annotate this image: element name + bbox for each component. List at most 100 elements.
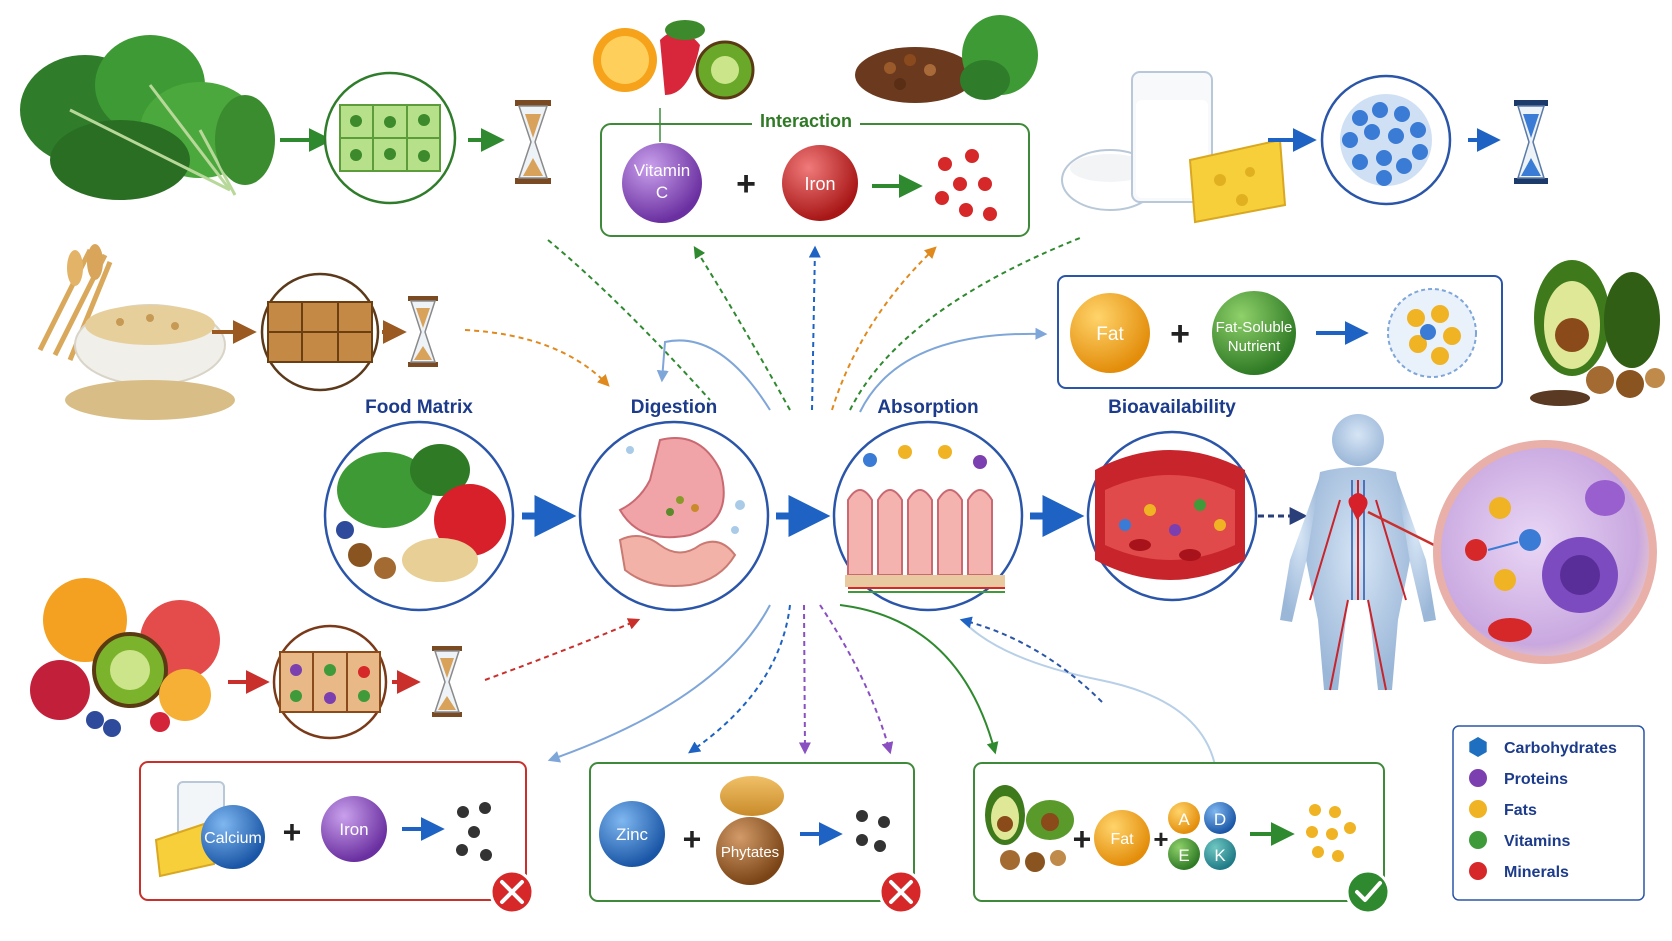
hourglass-icon <box>408 296 438 367</box>
plus-sign: + <box>1170 315 1190 353</box>
fat-soluble-panel: Fat + Fat-Soluble Nutrient <box>1057 260 1665 406</box>
dairy-image <box>1061 71 1287 224</box>
vitamin-c-label-line1: Vitamin <box>634 161 690 180</box>
calcium-iron-panel: Calcium + Iron <box>139 761 535 915</box>
fat-soluble-nutrient-molecule <box>1212 291 1296 375</box>
fat-molecule <box>1070 293 1150 373</box>
zinc-label: Zinc <box>616 825 649 844</box>
legend-swatch <box>1469 862 1487 880</box>
citrus-fruits-image <box>593 20 755 100</box>
hourglass-icon <box>515 100 551 184</box>
plant-cell-zoom <box>323 71 457 205</box>
x-mark-icon <box>878 869 924 915</box>
stage-bioavailability <box>1086 430 1258 602</box>
absorbed-iron-particles <box>935 149 997 221</box>
legend-item-vitamins: Vitamins <box>1469 831 1571 850</box>
legend-label: Proteins <box>1504 771 1568 788</box>
nutrient-label-line2: Nutrient <box>1228 338 1281 355</box>
absorbed-fat-particles <box>1306 804 1356 862</box>
fruits-row <box>30 578 462 740</box>
legend-item-carbohydrates: Carbohydrates <box>1469 737 1617 757</box>
iron-molecule <box>321 796 387 862</box>
pathway-arrows <box>464 237 1216 766</box>
legend: CarbohydratesProteinsFatsVitaminsMineral… <box>1452 725 1645 901</box>
vitamin-k <box>1204 838 1236 870</box>
calcium-label: Calcium <box>204 830 262 847</box>
beans-greens-image <box>855 15 1038 103</box>
fruits-image <box>30 578 220 737</box>
blocked-particles <box>456 802 492 861</box>
fat-molecule <box>1094 810 1150 866</box>
fruit-cell-zoom <box>272 624 388 740</box>
legend-swatch <box>1469 831 1487 849</box>
legend-swatch <box>1469 800 1487 818</box>
interaction-title-bg <box>752 110 860 132</box>
hourglass-icon <box>1514 100 1548 184</box>
grains-pile <box>720 776 784 816</box>
stage-absorption <box>832 420 1024 612</box>
legend-swatch <box>1469 737 1487 757</box>
vitamin-k-label: K <box>1214 846 1226 865</box>
iron-molecule <box>782 145 858 221</box>
fat-label: Fat <box>1110 831 1134 848</box>
calcium-molecule <box>201 805 265 869</box>
phytates-label: Phytates <box>721 844 779 861</box>
legend-label: Carbohydrates <box>1504 740 1617 757</box>
grain-cell-zoom <box>260 272 380 392</box>
stage-label-food-matrix: Food Matrix <box>365 397 473 418</box>
stage-label-bioavailability: Bioavailability <box>1108 397 1236 418</box>
avocado-nuts-image <box>1530 260 1665 406</box>
phytates-molecule <box>716 817 784 885</box>
blocked-particles <box>856 810 890 852</box>
interaction-title: Interaction <box>760 111 852 131</box>
micelle-image <box>1387 288 1477 378</box>
vitamin-a <box>1168 802 1200 834</box>
stage-label-digestion: Digestion <box>631 397 718 418</box>
hourglass-icon <box>432 646 462 717</box>
fat-vitamins-panel: + Fat + A D E K <box>973 762 1391 915</box>
plus-sign: + <box>1073 821 1092 857</box>
zinc-phytates-panel: Zinc + Phytates <box>589 762 924 915</box>
grains-row <box>37 244 438 420</box>
legend-label: Minerals <box>1504 864 1569 881</box>
plus-sign: + <box>283 814 302 850</box>
vitamin-a-label: A <box>1178 810 1190 829</box>
casein-micelle-zoom <box>1320 74 1452 206</box>
x-mark-icon <box>489 869 535 915</box>
legend-box <box>1452 725 1645 901</box>
avocado-nuts-image <box>985 785 1074 872</box>
nutrient-label-line1: Fat-Soluble <box>1216 319 1293 336</box>
legend-item-fats: Fats <box>1469 800 1537 819</box>
interaction-panel: Interaction Vitamin C + Iron <box>593 15 1038 237</box>
vitamin-e-label: E <box>1178 846 1189 865</box>
legend-swatch <box>1469 769 1487 787</box>
vitamin-e <box>1168 838 1200 870</box>
grains-image <box>37 244 235 420</box>
legend-item-proteins: Proteins <box>1469 769 1568 788</box>
check-mark-icon <box>1345 869 1391 915</box>
stage-digestion <box>578 420 770 612</box>
vitamin-c-molecule <box>622 143 702 223</box>
human-body-circulation <box>1280 414 1451 691</box>
body-cell <box>1433 440 1657 664</box>
zinc-molecule <box>599 801 665 867</box>
legend-label: Fats <box>1504 802 1537 819</box>
dairy-row <box>1061 71 1548 224</box>
iron-label: Iron <box>804 174 835 194</box>
plus-sign: + <box>1153 824 1168 854</box>
vitamin-d-label: D <box>1214 810 1226 829</box>
leafy-greens-image <box>20 35 275 200</box>
vitamin-d <box>1204 802 1236 834</box>
plus-sign: + <box>736 165 756 203</box>
fat-label: Fat <box>1096 324 1124 345</box>
stage-label-absorption: Absorption <box>877 397 978 418</box>
plus-sign: + <box>683 821 702 857</box>
leafy-greens-row <box>20 35 551 205</box>
legend-label: Vitamins <box>1504 833 1571 850</box>
stage-food-matrix <box>323 420 515 612</box>
vitamin-c-label-line2: C <box>656 183 668 202</box>
iron-label: Iron <box>339 820 368 839</box>
legend-item-minerals: Minerals <box>1469 862 1569 881</box>
